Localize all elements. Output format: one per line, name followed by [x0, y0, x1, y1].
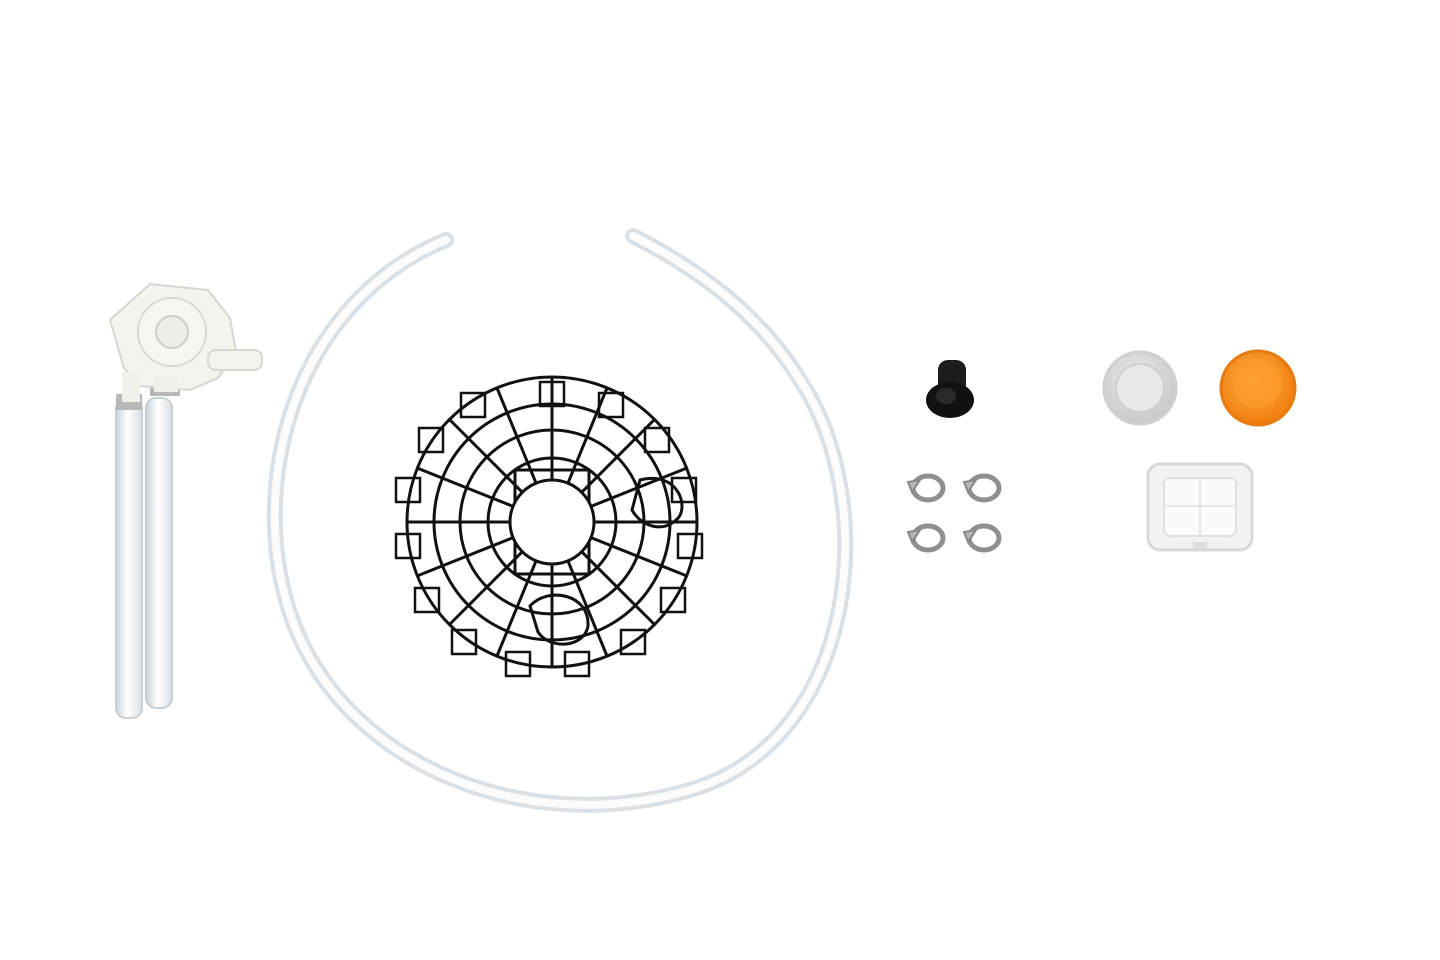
- wire-cage-grid: [394, 375, 704, 678]
- white-cap: [1102, 350, 1178, 426]
- hand-pump: [108, 282, 263, 719]
- orange-cap: [1219, 349, 1297, 427]
- clear-hose: [266, 228, 854, 813]
- black-drain-fitting: [926, 360, 974, 418]
- hose-clamps: [906, 473, 1002, 553]
- square-filter: [1146, 462, 1254, 552]
